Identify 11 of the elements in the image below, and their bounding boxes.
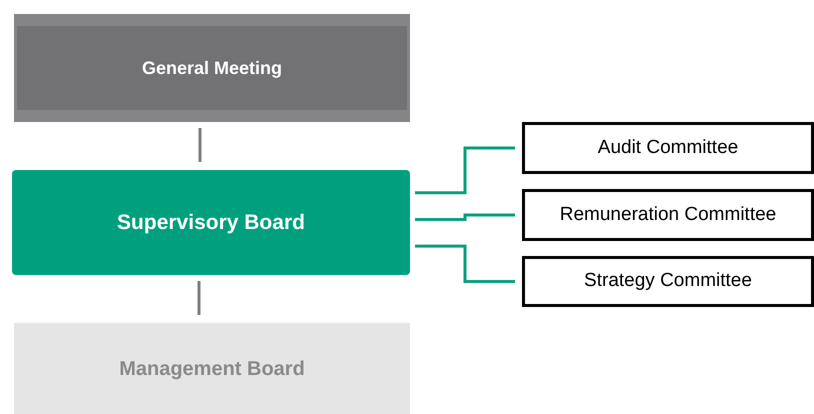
- board-box: Management Board: [14, 323, 410, 414]
- committee-box: Audit Committee: [522, 122, 814, 174]
- connector-line: [198, 128, 202, 162]
- committee-box: Strategy Committee: [522, 256, 814, 307]
- connector-line: [198, 281, 200, 315]
- connector-line: [415, 214, 515, 221]
- committee-box: Remuneration Committee: [522, 189, 814, 241]
- meeting-box: General Meeting: [14, 14, 410, 122]
- connector-line: [415, 146, 515, 194]
- connector-line: [415, 244, 515, 283]
- board-box: Supervisory Board: [12, 170, 410, 275]
